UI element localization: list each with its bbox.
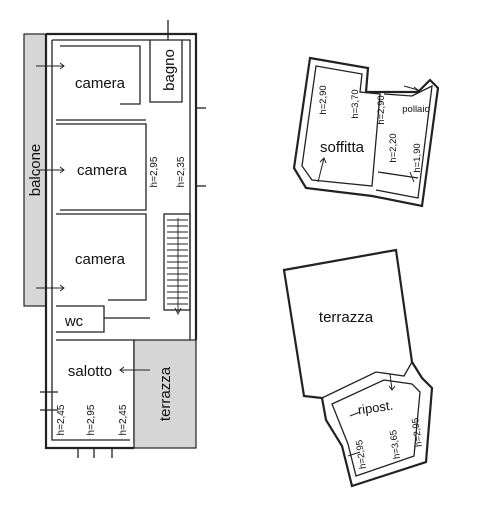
camera-3-wall [56, 213, 147, 301]
height-label-290-right: h=2,90 [376, 95, 387, 124]
staircase [163, 213, 191, 311]
terrace-outer-wall [282, 248, 434, 488]
room-label-camera-2: camera [77, 162, 128, 179]
terrace-ripost-divider [321, 361, 413, 399]
height-label-290-left: h=2,90 [318, 85, 329, 114]
room-label-salotto: salotto [68, 363, 112, 380]
height-label-245-left: h=2,45 [56, 404, 67, 435]
height-label-295: h=2,95 [149, 156, 160, 187]
terrace-arrows [347, 373, 396, 457]
room-label-pollaio: pollaio [402, 104, 429, 115]
camera-2-wall [56, 123, 147, 211]
wc-wall [56, 305, 105, 333]
height-label-370: h=3,70 [350, 89, 361, 118]
height-label-295-bottom: h=2,95 [86, 404, 97, 435]
pollaio-partition [377, 171, 419, 179]
entry-arrows [36, 62, 150, 374]
pollaio-wall [375, 84, 433, 199]
height-label-295-right-terrace: h=2,95 [410, 417, 425, 448]
room-label-camera-1: camera [75, 75, 126, 92]
room-label-wc: wc [64, 313, 84, 330]
height-label-190: h=1,90 [412, 143, 423, 172]
inner-wall-left [51, 40, 130, 441]
stair-treads [167, 218, 188, 316]
bagno-wall [149, 40, 183, 103]
terrazza-slab [133, 339, 197, 449]
height-label-365: h=3,65 [388, 429, 403, 460]
window-marks [40, 20, 206, 458]
room-label-soffitta: soffitta [320, 139, 365, 156]
room-label-camera-3: camera [75, 251, 126, 268]
outer-wall-top-right [46, 32, 198, 340]
room-label-terrazza: terrazza [157, 366, 174, 421]
height-label-245-right: h=2,45 [118, 404, 129, 435]
room-label-bagno: bagno [161, 49, 178, 91]
room-label-terrazza-upper: terrazza [319, 309, 374, 326]
height-label-235: h=2,35 [176, 156, 187, 187]
soffitta-wall [301, 65, 381, 187]
attic-arrows [317, 85, 419, 183]
ripost-wall [331, 379, 421, 477]
attic-plan: soffitta pollaio h=2,90 h=3,70 h=2,90 h=… [292, 56, 440, 208]
camera-1-wall [60, 45, 141, 105]
terrace-plan: terrazza ripost. h=2,95 h=3,65 h=2,95 [282, 248, 434, 488]
height-label-220: h=2,20 [388, 133, 399, 162]
room-label-balcone: balcone [27, 144, 44, 197]
attic-outer-wall [292, 56, 440, 208]
room-label-ripost: ripost. [357, 398, 394, 418]
outer-wall-left [44, 34, 134, 450]
main-floor-plan: camera camera camera bagno wc salotto te… [23, 20, 206, 458]
height-label-295-left-terrace: h=2,95 [354, 439, 369, 470]
